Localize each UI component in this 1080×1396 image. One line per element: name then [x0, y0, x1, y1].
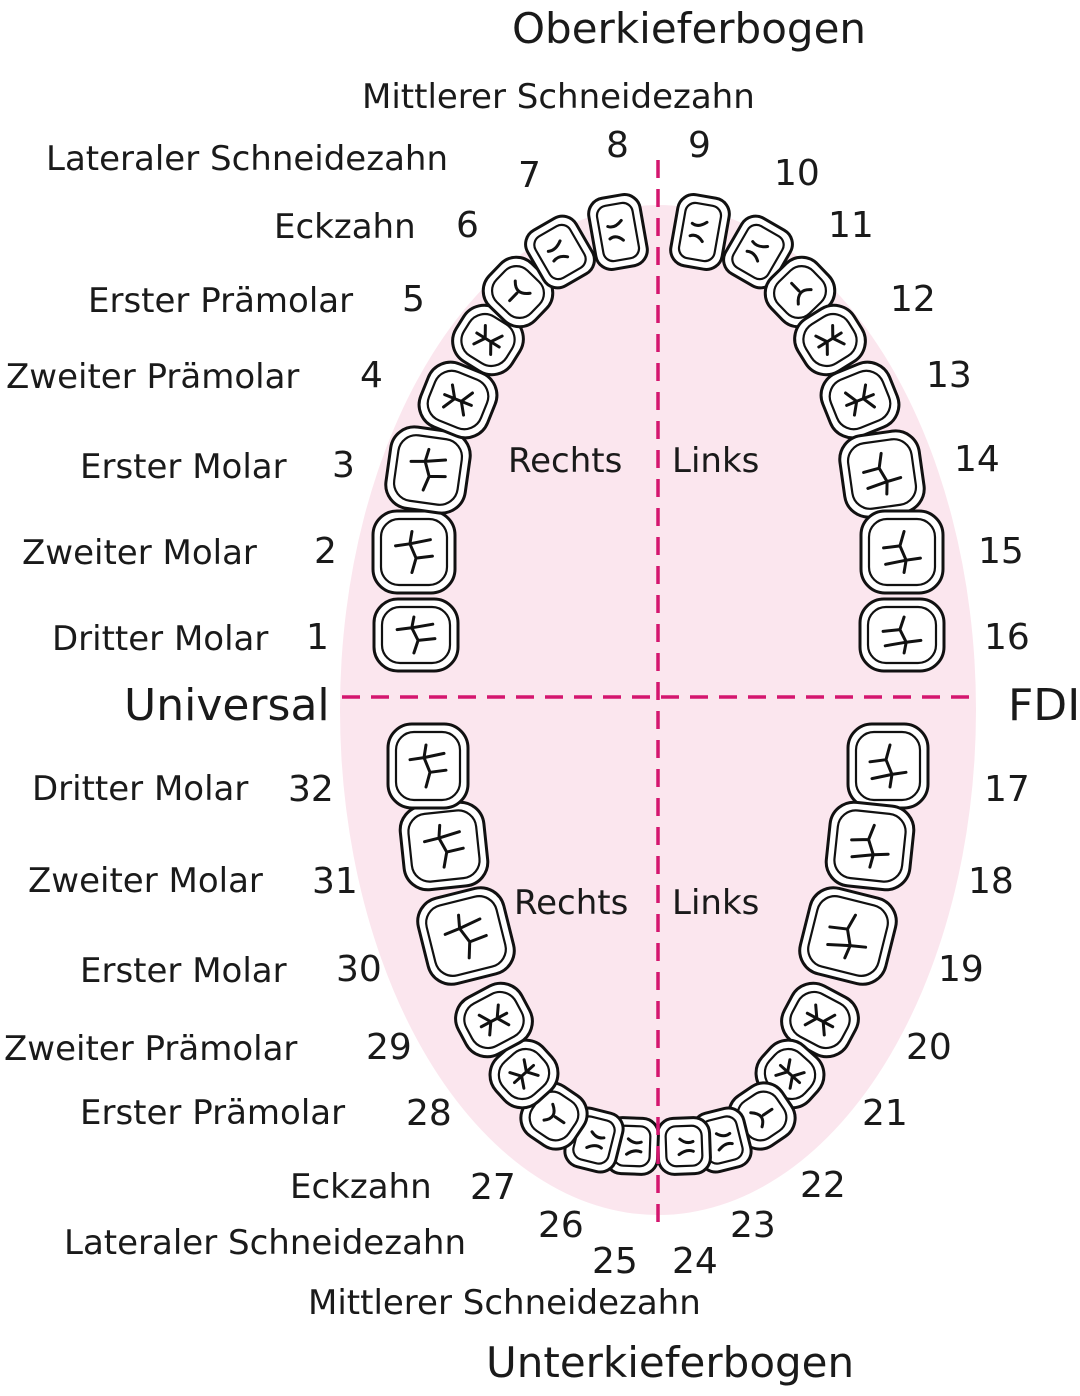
tooth-number-31: 31 [312, 861, 358, 902]
upper-lateral-incisor-label: Lateraler Schneidezahn [46, 139, 449, 179]
tooth-16 [858, 597, 946, 673]
tooth-number-2: 2 [314, 531, 337, 572]
tooth-1 [372, 597, 460, 673]
upper-canine-label: Eckzahn [274, 207, 416, 247]
lower-arch-title: Unterkieferbogen [486, 1338, 855, 1387]
tooth-number-13: 13 [926, 355, 972, 396]
tooth-number-32: 32 [288, 769, 334, 810]
tooth-number-16: 16 [984, 617, 1030, 658]
quadrant-upper-left-label: Links [672, 441, 760, 481]
tooth-14 [838, 429, 926, 519]
lower-lateral-incisor-label: Lateraler Schneidezahn [64, 1223, 467, 1263]
tooth-number-21: 21 [862, 1093, 908, 1134]
upper-first-molar-label: Erster Molar [80, 447, 287, 487]
lower-canine-label: Eckzahn [290, 1167, 432, 1207]
tooth-number-24: 24 [672, 1241, 718, 1282]
quadrant-lower-right-label: Rechts [514, 883, 629, 923]
fdi-system-label: FDI [1008, 680, 1080, 731]
lower-first-premolar-label: Erster Prämolar [80, 1093, 346, 1133]
teeth-group [371, 193, 946, 1176]
tooth-number-26: 26 [538, 1205, 584, 1246]
tooth-number-15: 15 [978, 531, 1024, 572]
tooth-18 [824, 800, 916, 892]
upper-third-molar-label: Dritter Molar [52, 619, 269, 659]
upper-first-premolar-label: Erster Prämolar [88, 281, 354, 321]
tooth-number-22: 22 [800, 1165, 846, 1206]
lower-second-molar-label: Zweiter Molar [28, 861, 263, 901]
tooth-number-6: 6 [456, 205, 479, 246]
tooth-7 [524, 214, 596, 290]
tooth-11 [763, 255, 837, 329]
tooth-30 [416, 886, 516, 986]
tooth-number-30: 30 [336, 949, 382, 990]
lower-first-molar-label: Erster Molar [80, 951, 287, 991]
tooth-number-27: 27 [470, 1167, 516, 1208]
tooth-number-11: 11 [828, 205, 874, 246]
tooth-number-18: 18 [968, 861, 1014, 902]
tooth-number-28: 28 [406, 1093, 452, 1134]
tooth-13 [819, 360, 901, 440]
tooth-32 [386, 722, 470, 810]
tooth-number-10: 10 [774, 153, 820, 194]
tooth-8 [587, 193, 649, 271]
tooth-number-14: 14 [954, 439, 1000, 480]
upper-second-premolar-label: Zweiter Prämolar [6, 357, 300, 397]
upper-central-incisor-label: Mittlerer Schneidezahn [362, 77, 755, 117]
tooth-17 [846, 722, 930, 810]
tooth-number-4: 4 [360, 355, 383, 396]
tooth-number-25: 25 [592, 1241, 638, 1282]
tooth-3 [384, 425, 472, 515]
universal-system-label: Universal [124, 680, 330, 731]
tooth-number-7: 7 [518, 155, 541, 196]
tooth-15 [859, 509, 945, 595]
upper-arch-title: Oberkieferbogen [512, 4, 867, 53]
tooth-19 [798, 886, 898, 986]
quadrant-upper-right-label: Rechts [508, 441, 623, 481]
tooth-31 [398, 800, 490, 892]
lower-third-molar-label: Dritter Molar [32, 769, 249, 809]
tooth-number-23: 23 [730, 1205, 776, 1246]
tooth-9 [669, 193, 731, 271]
tooth-24 [656, 1116, 712, 1176]
tooth-number-1: 1 [306, 617, 329, 658]
tooth-number-20: 20 [906, 1027, 952, 1068]
tooth-12 [793, 303, 867, 377]
tooth-number-9: 9 [688, 125, 711, 166]
tooth-4 [417, 360, 499, 440]
quadrant-lower-left-label: Links [672, 883, 760, 923]
tooth-number-5: 5 [402, 279, 425, 320]
tooth-number-29: 29 [366, 1027, 412, 1068]
tooth-2 [371, 509, 457, 595]
tooth-number-19: 19 [938, 949, 984, 990]
tooth-number-17: 17 [984, 769, 1030, 810]
upper-second-molar-label: Zweiter Molar [22, 533, 257, 573]
tooth-29 [454, 981, 534, 1059]
tooth-6 [481, 255, 555, 329]
lower-second-premolar-label: Zweiter Prämolar [4, 1029, 298, 1069]
tooth-number-3: 3 [332, 445, 355, 486]
tooth-number-12: 12 [890, 279, 936, 320]
tooth-number-8: 8 [606, 125, 629, 166]
lower-central-incisor-label: Mittlerer Schneidezahn [308, 1283, 701, 1323]
